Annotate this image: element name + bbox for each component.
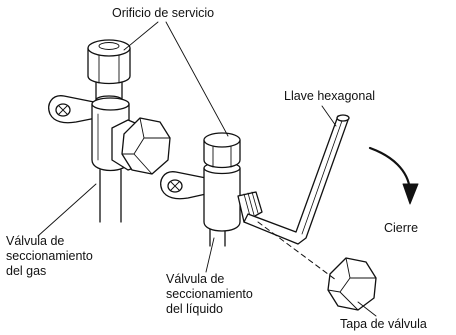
leader-liquid-valve — [206, 238, 214, 272]
hex-wrench — [244, 115, 349, 244]
service-port-label: Orificio de servicio — [112, 6, 215, 20]
gas-valve-label: Válvula de seccionamiento del gas — [6, 234, 93, 279]
gas-valve-label-line: seccionamiento — [6, 249, 93, 263]
gas-stop-valve — [49, 40, 170, 222]
close-label: Cierre — [384, 221, 419, 235]
leader-valve-cap — [358, 302, 376, 316]
liquid-stop-valve — [161, 133, 262, 246]
leader-hex-wrench — [322, 106, 336, 126]
gas-service-nut — [88, 48, 130, 84]
liquid-valve-body — [204, 168, 240, 231]
liquid-valve-label-line: Válvula de — [166, 272, 225, 286]
valve-cap-label: Tapa de válvula — [340, 317, 427, 331]
leader-service-gas — [124, 22, 158, 50]
close-arrow-icon — [370, 148, 418, 204]
liquid-threaded-port — [238, 192, 262, 222]
leader-gas-valve — [38, 184, 96, 236]
gas-valve-label-line: del gas — [6, 264, 47, 278]
gas-pipe — [100, 170, 121, 222]
liquid-valve-label-line: del líquido — [166, 302, 223, 316]
leader-service-liquid — [166, 22, 228, 136]
gas-valve-label-line: Válvula de — [6, 234, 65, 248]
liquid-valve-label: Válvula de seccionamiento del líquido — [166, 272, 253, 317]
liquid-valve-label-line: seccionamiento — [166, 287, 253, 301]
cap-alignment-line — [258, 222, 336, 280]
gas-side-cap — [122, 118, 170, 174]
loose-valve-cap — [328, 258, 376, 310]
leader-lines — [38, 22, 376, 316]
hex-wrench-label: Llave hexagonal — [284, 89, 376, 103]
